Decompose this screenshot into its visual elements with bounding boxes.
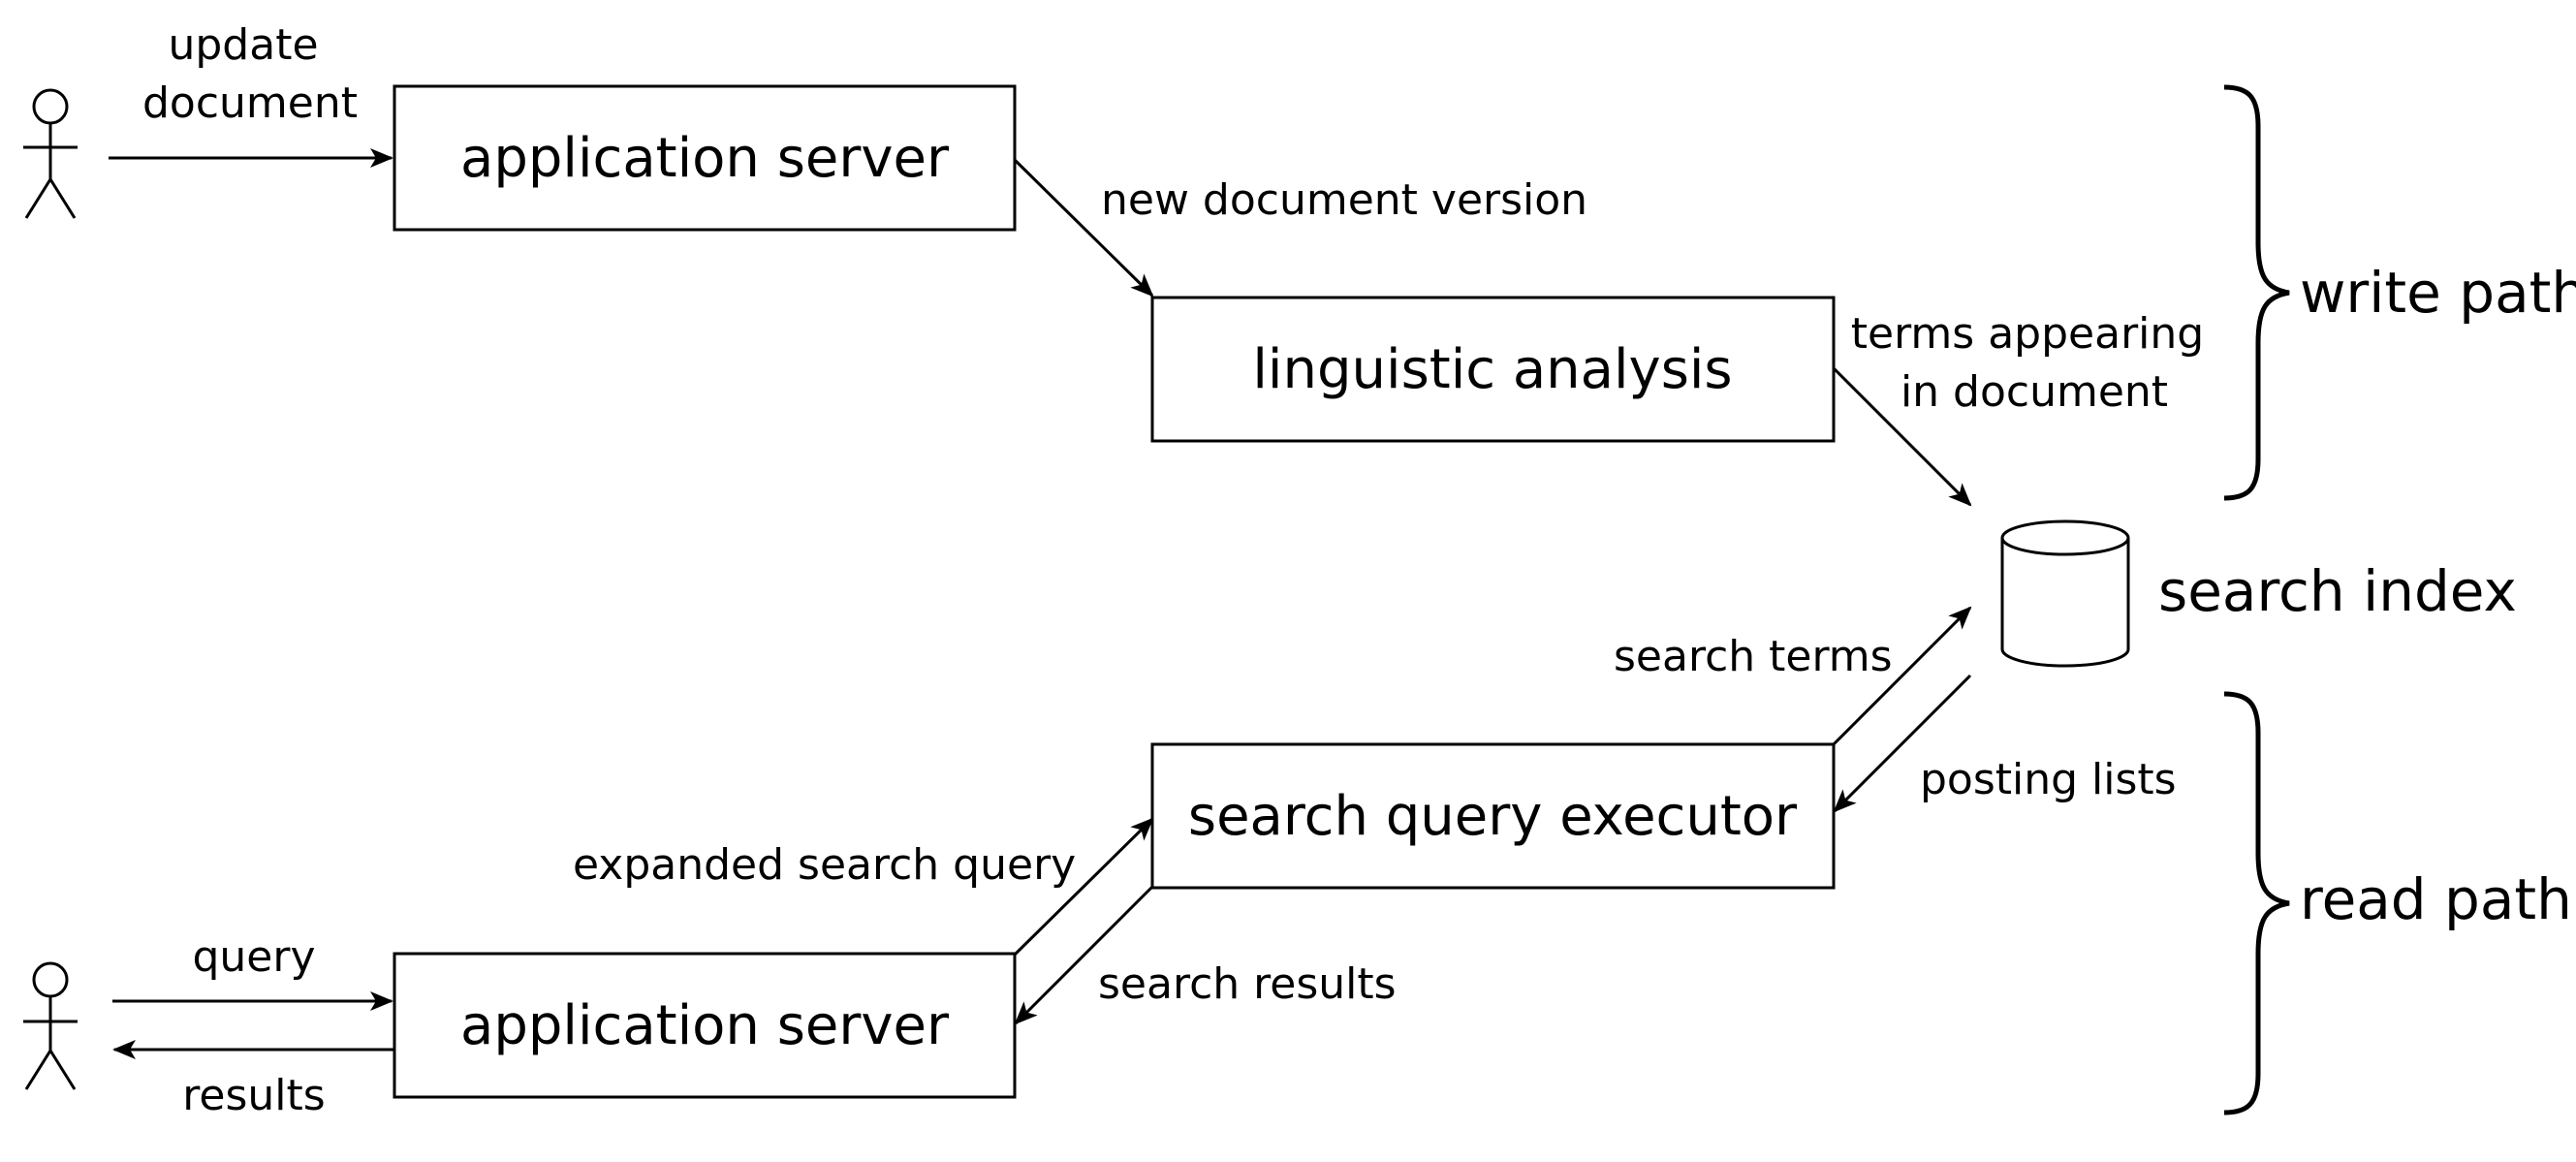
- terms-appearing-label: terms appearing in document: [1851, 309, 2217, 417]
- search-terms-arrow: [1832, 606, 1972, 746]
- read-path-label: read path: [2300, 866, 2572, 932]
- new-document-version-arrow: [1013, 158, 1154, 298]
- posting-lists-label: posting lists: [1920, 755, 2177, 804]
- user-write-icon: [23, 88, 78, 219]
- posting-lists-arrow: [1833, 674, 1972, 813]
- search-query-executor-label: search query executor: [1188, 785, 1798, 848]
- write-path-label: write path: [2300, 260, 2576, 326]
- update-document-label: update document: [142, 20, 358, 128]
- linguistic-analysis-label: linguistic analysis: [1252, 338, 1732, 401]
- search-results-arrow: [1014, 885, 1154, 1025]
- results-label: results: [182, 1071, 325, 1120]
- app-server-write-label: application server: [460, 127, 950, 190]
- query-label: query: [192, 932, 315, 982]
- search-index-label: search index: [2158, 558, 2517, 624]
- linguistic-analysis-box: linguistic analysis: [1150, 296, 1836, 443]
- expanded-search-query-label: expanded search query: [573, 840, 1076, 890]
- terms-appearing-arrow: [1832, 366, 1972, 507]
- app-server-read-label: application server: [460, 994, 950, 1057]
- search-results-label: search results: [1098, 959, 1397, 1009]
- new-document-version-label: new document version: [1101, 175, 1587, 225]
- search-query-executor-box: search query executor: [1150, 742, 1836, 890]
- user-read-icon: [23, 961, 78, 1090]
- expanded-search-query-arrow: [1013, 817, 1154, 957]
- app-server-write-box: application server: [393, 84, 1017, 232]
- app-server-read-box: application server: [393, 952, 1017, 1099]
- write-path-brace: [2223, 84, 2290, 501]
- search-index-icon: [2000, 519, 2130, 668]
- search-terms-label: search terms: [1614, 632, 1893, 681]
- read-path-brace: [2223, 691, 2290, 1115]
